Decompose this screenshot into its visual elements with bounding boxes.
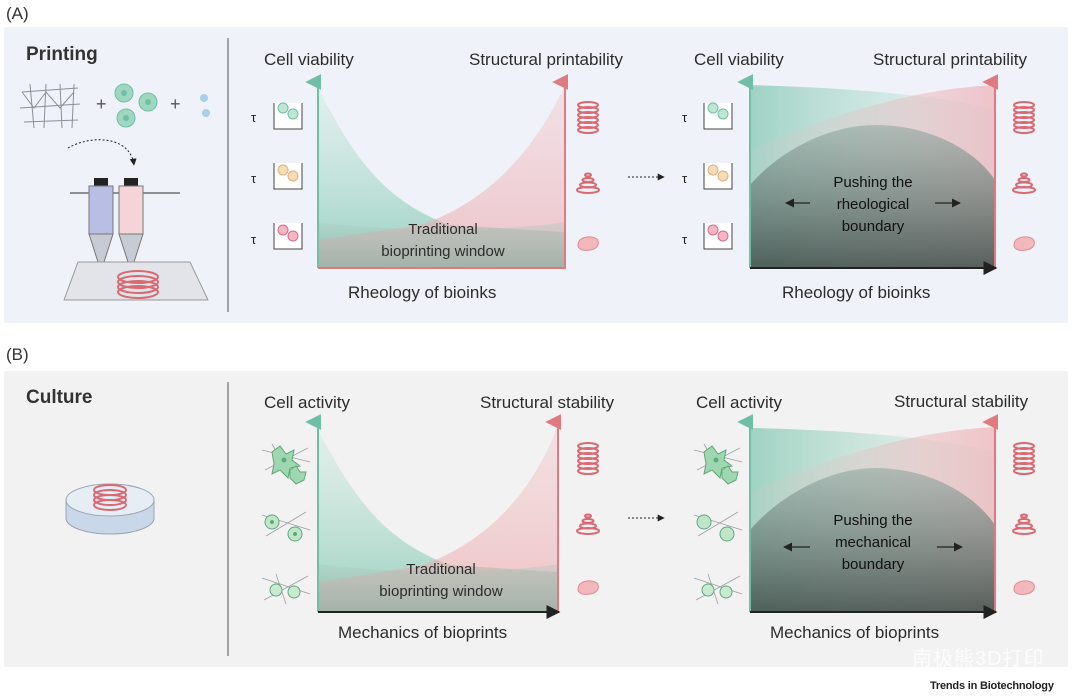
culture-dish-illustration <box>65 483 155 535</box>
b-left-y-label: Cell activity <box>264 393 350 412</box>
a-right-right-axis-label: Structural printability <box>873 50 1028 69</box>
a-left-y-label: Cell viability <box>264 50 354 69</box>
svg-text:+: + <box>96 94 107 114</box>
a-right-x-label: Rheology of bioinks <box>782 283 931 302</box>
journal-credit: Trends in Biotechnology <box>930 680 1054 692</box>
shear-symbol-1: τ <box>251 110 257 125</box>
push-line-1: Pushing the <box>833 512 913 529</box>
window-line-1: Traditional <box>406 561 476 578</box>
a-left-window-label: Traditional bioprinting window <box>358 219 528 263</box>
push-line-2: rheological <box>836 196 910 213</box>
b-right-y-label: Cell activity <box>696 393 782 412</box>
push-line-3: boundary <box>841 556 905 573</box>
b-left-right-axis-label: Structural stability <box>480 393 615 412</box>
window-line-2: bioprinting window <box>379 583 503 600</box>
panel-a-label: (A) <box>6 4 29 23</box>
printing-illustration: + + <box>19 83 210 301</box>
chart-a-right <box>737 74 999 275</box>
shear-symbol-3: τ <box>251 232 257 247</box>
shear-symbol-4: τ <box>682 110 688 125</box>
b-left-window-label: Traditional bioprinting window <box>356 559 526 603</box>
chart-a-left <box>305 74 569 269</box>
a-right-y-label: Cell viability <box>694 50 784 69</box>
b-left-x-label: Mechanics of bioprints <box>338 623 508 642</box>
push-line-3: boundary <box>841 218 905 235</box>
chart-b-left <box>305 414 562 619</box>
push-line-2: mechanical <box>835 534 911 551</box>
watermark: 南极熊3D打印 <box>912 648 1045 670</box>
a-left-right-axis-label: Structural printability <box>469 50 624 69</box>
printing-title: Printing <box>26 44 98 65</box>
shear-symbol-5: τ <box>682 171 688 186</box>
b-right-push-label: Pushing the mechanical boundary <box>808 510 938 576</box>
window-line-2: bioprinting window <box>381 243 505 260</box>
panel-b-label: (B) <box>6 345 29 364</box>
chart-b-right <box>737 414 999 619</box>
b-right-x-label: Mechanics of bioprints <box>770 623 940 642</box>
push-line-1: Pushing the <box>833 174 913 191</box>
shear-symbol-6: τ <box>682 232 688 247</box>
shear-symbol-2: τ <box>251 171 257 186</box>
culture-title: Culture <box>26 387 93 408</box>
a-right-push-label: Pushing the rheological boundary <box>808 172 938 238</box>
b-right-right-axis-label: Structural stability <box>894 392 1029 411</box>
a-left-x-label: Rheology of bioinks <box>348 283 497 302</box>
svg-text:+: + <box>170 94 181 114</box>
window-line-1: Traditional <box>408 221 478 238</box>
